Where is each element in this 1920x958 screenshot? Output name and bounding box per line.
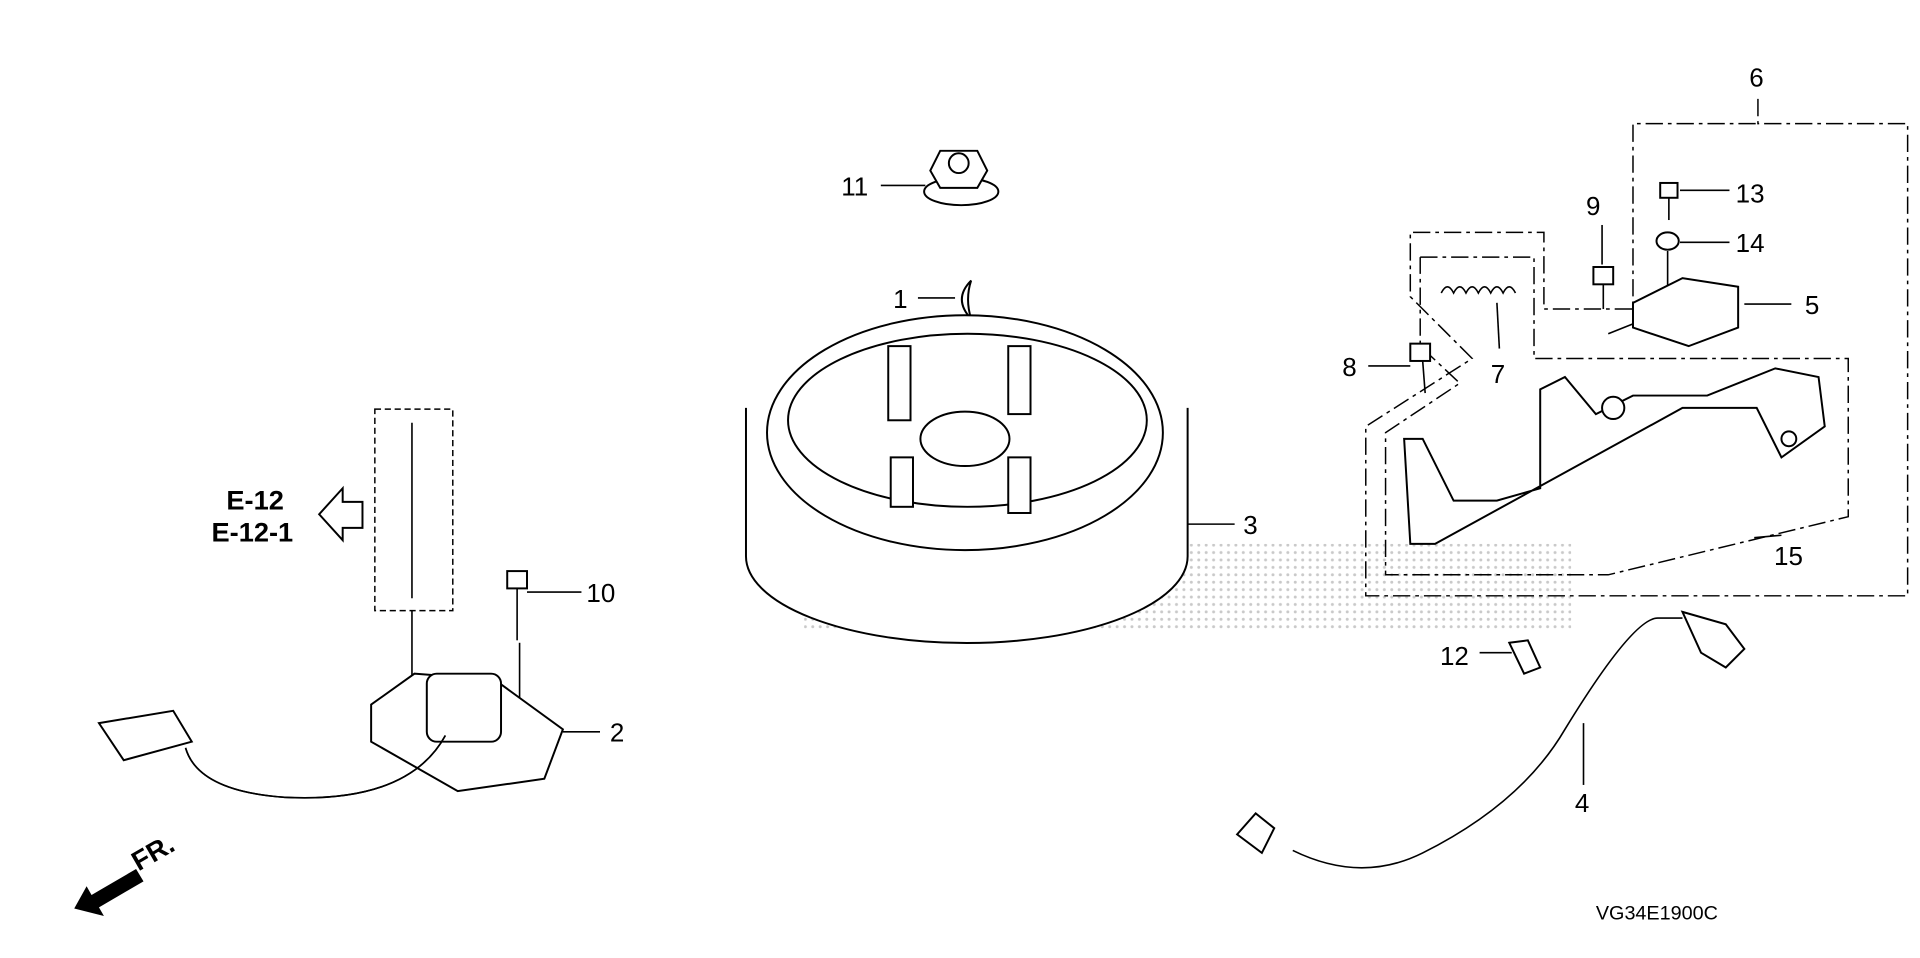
reference-label-e12[interactable]: E-12: [226, 484, 283, 515]
callout-14[interactable]: 14: [1736, 228, 1765, 258]
front-direction-arrow: [74, 868, 144, 916]
callout-1[interactable]: 1: [893, 284, 907, 314]
callout-10[interactable]: 10: [586, 578, 615, 608]
flange-nut-part: [880, 149, 1000, 207]
reference-label-e12-1[interactable]: E-12-1: [212, 516, 294, 547]
bolt-part-8: [1368, 342, 1432, 394]
callout-8[interactable]: 8: [1342, 352, 1356, 382]
assembly-outline-6: [1365, 98, 1909, 597]
bolt-part-9: [1592, 224, 1615, 310]
callout-4[interactable]: 4: [1575, 788, 1589, 818]
clip-part-12: [1479, 639, 1542, 675]
spring-part-7: [1440, 286, 1517, 349]
bracket-part-15: [1403, 367, 1826, 545]
bolt-part-10: [506, 570, 582, 711]
screw-part-13: [1659, 181, 1730, 221]
switch-part-5: [1607, 277, 1792, 348]
reference-arrow: [317, 485, 364, 543]
wire-part-4: [1235, 610, 1746, 869]
callout-2[interactable]: 2: [610, 718, 624, 748]
callout-11[interactable]: 11: [841, 171, 868, 201]
callout-12[interactable]: 12: [1440, 641, 1469, 671]
callout-15[interactable]: 15: [1774, 541, 1803, 571]
ignition-coil-part: [97, 672, 600, 799]
front-label: FR.: [126, 828, 179, 877]
callout-5[interactable]: 5: [1805, 290, 1819, 320]
diagram-code: VG34E1900C: [1596, 903, 1718, 925]
callout-7[interactable]: 7: [1491, 359, 1505, 389]
callout-9[interactable]: 9: [1586, 191, 1600, 221]
spark-plug-reference: [374, 408, 454, 678]
callout-3[interactable]: 3: [1243, 510, 1257, 540]
woodruff-key-part: [917, 279, 973, 320]
callout-13[interactable]: 13: [1736, 179, 1765, 209]
callout-6[interactable]: 6: [1749, 63, 1763, 93]
flywheel-part: [744, 314, 1235, 644]
